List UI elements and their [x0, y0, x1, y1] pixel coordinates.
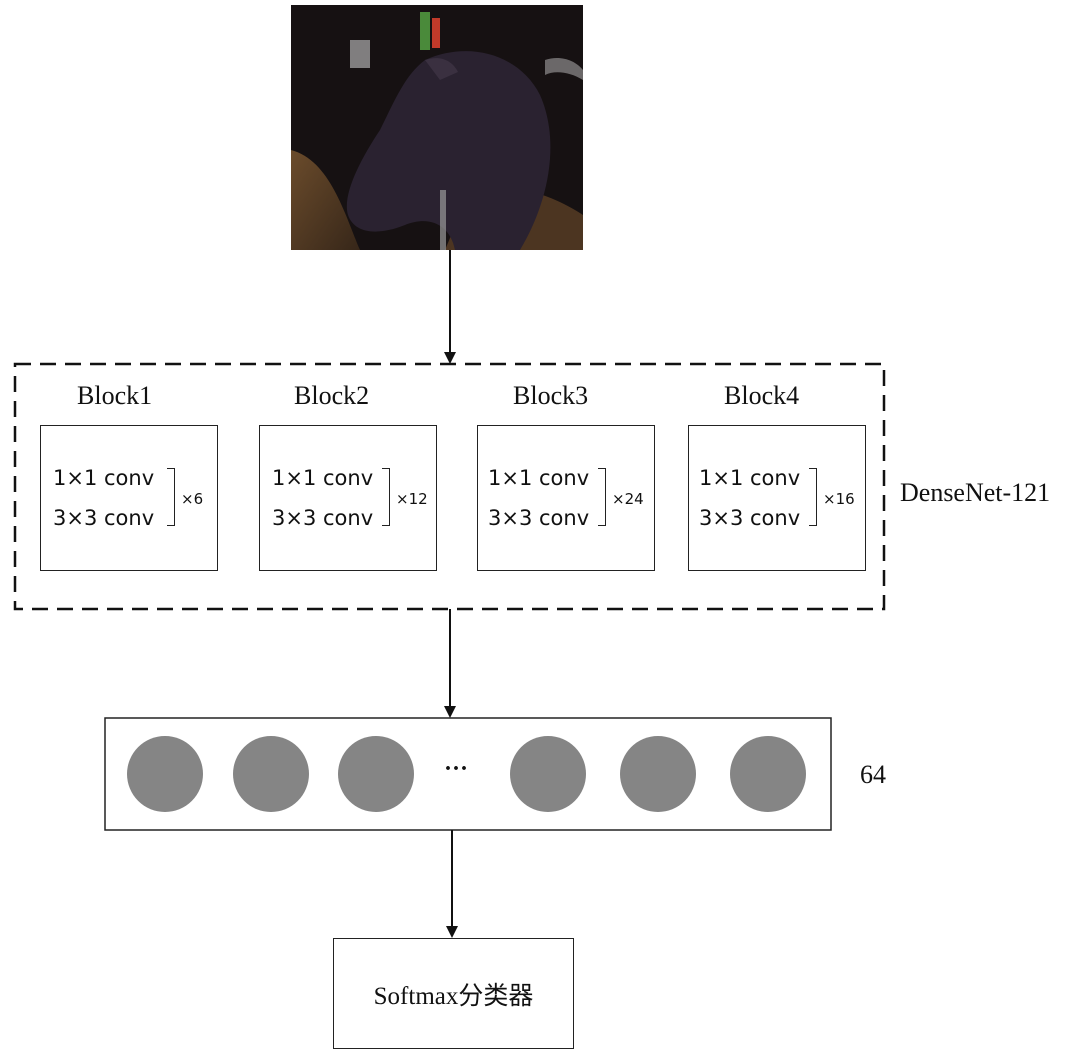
block-1-layer-1: 1×1 conv — [53, 466, 155, 490]
block-4-layer-2: 3×3 conv — [699, 506, 801, 530]
block-2-layer-2: 3×3 conv — [272, 506, 374, 530]
feature-node-1 — [127, 736, 203, 812]
feature-size-label: 64 — [860, 760, 886, 789]
block-1-layer-2: 3×3 conv — [53, 506, 155, 530]
feature-node-6 — [730, 736, 806, 812]
block-4-bracket — [809, 468, 817, 526]
densenet-container — [13, 362, 886, 611]
softmax-classifier-box: Softmax分类器 — [333, 938, 574, 1049]
block-1-bracket — [167, 468, 175, 526]
block-1-repeat: ×6 — [181, 490, 204, 508]
block-2-bracket — [382, 468, 390, 526]
block-2-repeat: ×12 — [396, 490, 428, 508]
block-4-box: 1×1 conv 3×3 conv ×16 — [688, 425, 866, 571]
block-3-layer-1: 1×1 conv — [488, 466, 590, 490]
block-2-layer-1: 1×1 conv — [272, 466, 374, 490]
feature-ellipsis: ··· — [444, 756, 469, 782]
block-4-layer-1: 1×1 conv — [699, 466, 801, 490]
feature-layer-box — [104, 717, 832, 831]
block-2-title: Block2 — [294, 381, 370, 410]
block-2-box: 1×1 conv 3×3 conv ×12 — [259, 425, 437, 571]
block-4-repeat: ×16 — [823, 490, 855, 508]
feature-node-5 — [620, 736, 696, 812]
block-3-layer-2: 3×3 conv — [488, 506, 590, 530]
densenet-label: DenseNet-121 — [900, 478, 1051, 507]
block-3-repeat: ×24 — [612, 490, 644, 508]
block-3-title: Block3 — [513, 381, 589, 410]
block-3-bracket — [598, 468, 606, 526]
horse-photo-icon — [291, 5, 583, 251]
feature-node-4 — [510, 736, 586, 812]
block-1-box: 1×1 conv 3×3 conv ×6 — [40, 425, 218, 571]
block-1-title: Block1 — [77, 381, 153, 410]
block-4-title: Block4 — [724, 381, 800, 410]
block-3-box: 1×1 conv 3×3 conv ×24 — [477, 425, 655, 571]
feature-node-3 — [338, 736, 414, 812]
softmax-classifier-label: Softmax分类器 — [373, 982, 534, 1010]
feature-node-2 — [233, 736, 309, 812]
